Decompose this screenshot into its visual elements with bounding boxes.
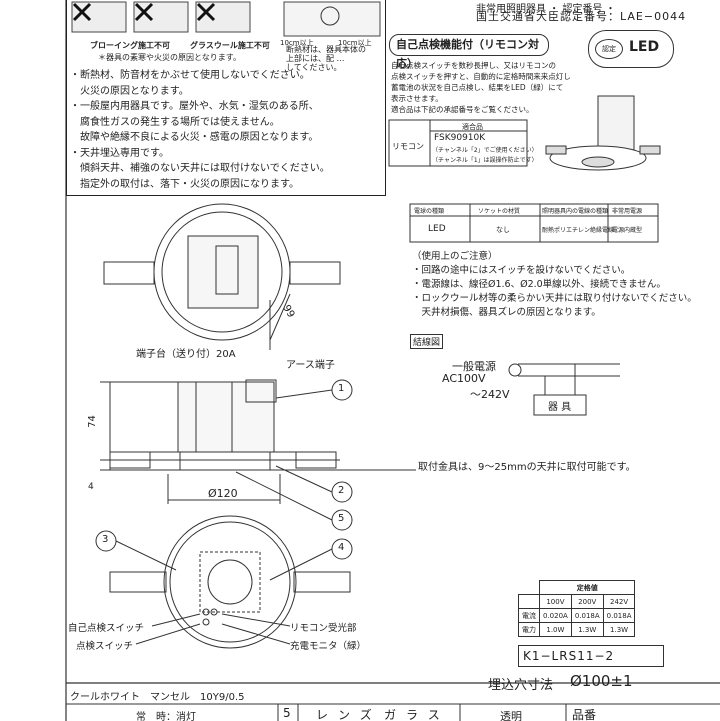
- warning-item: 腐食性ガスの発生する場所では使えません。: [70, 116, 280, 128]
- remote-note-2: （チャンネル「1」は誤操作防止です）: [432, 157, 538, 164]
- mount-note: 取付金具は、9〜25mmの天井に取付可能です。: [418, 462, 636, 473]
- footer-mode: 常 時：消灯: [136, 712, 196, 721]
- cutout-label: 埋込穴寸法: [488, 678, 554, 693]
- selfcheck-desc: 自己点検スイッチを数秒長押し、又はリモコンの 点検スイッチを押すと、自動的に定格…: [391, 60, 571, 115]
- rating-cell: 1.3W: [570, 622, 604, 637]
- rating-col: 242V: [602, 594, 636, 609]
- remote-receiver-label: リモコン受光部: [290, 623, 357, 634]
- warning-items: ・断熱材、防音材をかぶせて使用しないでください。 火災の原因となります。 ・一般…: [70, 68, 330, 192]
- usage-note: ・電源線は、線径Ø1.6、Ø2.0単線以外、接続できません。: [412, 279, 666, 290]
- selfcheck-desc-line: 点検スイッチを押すと、自動的に定格時間来来点灯し: [391, 72, 571, 81]
- warning-label-2: グラスウール施工不可: [190, 41, 270, 50]
- header-line1: 非常用照明器具 ・ 認定番号 ・: [476, 4, 616, 15]
- rating-col: [518, 594, 540, 609]
- selfcheck-desc-line: 自己点検スイッチを数秒長押し、又はリモコンの: [391, 61, 556, 70]
- warning-item: ・断熱材、防音材をかぶせて使用しないでください。: [70, 70, 310, 81]
- ground-label: アース端子: [286, 360, 335, 371]
- rating-cell: 1.0W: [539, 622, 572, 637]
- rating-cell: 0.018A: [570, 608, 604, 623]
- warning-item: 故障や絶縁不良による火災・感電の原因となります。: [70, 132, 319, 143]
- callout-4: 4: [338, 542, 345, 553]
- model-number: K1−LRS11−2: [518, 645, 664, 667]
- lamp-header-2: ソケットの材質: [478, 208, 521, 215]
- lamp-type: LED: [428, 224, 446, 234]
- lamp-header-3: 照明器具内の電線の種類: [542, 208, 609, 215]
- heat-note-1: 断熱材は、器具本体の: [286, 45, 366, 54]
- rating-cell: 電流: [518, 608, 540, 623]
- led-badge: 認定 LED: [588, 30, 674, 68]
- remote-label: リモコン: [392, 142, 424, 151]
- wiring-ac: AC100V: [442, 372, 486, 385]
- terminal-label: 端子台（送り付）20A: [136, 349, 236, 360]
- heat-note-3: してください。: [286, 63, 342, 72]
- remote-model: FSK90910K: [434, 133, 486, 143]
- dim-4: 4: [88, 482, 94, 492]
- footer-num: 5: [283, 706, 291, 720]
- callout-5: 5: [338, 513, 345, 524]
- check-switch-label: 点検スイッチ: [76, 641, 134, 652]
- dim-120: Ø120: [208, 487, 238, 500]
- selfcheck-switch-label: 自己点検スイッチ: [68, 623, 145, 634]
- warning-item: ・一般屋内用器具です。屋外や、水気・湿気のある所、: [70, 101, 319, 112]
- spacing-b: 10cm以上: [338, 39, 372, 47]
- warning-item: ・天井埋込専用です。: [70, 147, 169, 159]
- wire-type: 耐熱ポリエチレン絶縁電線: [542, 227, 615, 234]
- callout-3: 3: [102, 534, 109, 545]
- spacing-a: 10cm以上: [280, 39, 314, 47]
- rating-cell: 1.3W: [602, 622, 636, 637]
- footer-lens: レンズ: [316, 708, 382, 721]
- wiring-range: 〜242V: [470, 388, 510, 401]
- rating-cell: 電力: [518, 622, 540, 637]
- footer-clear: 透明: [500, 710, 522, 721]
- selfcheck-title: 自己点検機能付（リモコン対応）: [389, 34, 549, 70]
- remote-header: 適合品: [462, 123, 483, 131]
- rating-title: 定格値: [538, 580, 636, 595]
- charge-monitor-label: 充電モニタ（緑）: [290, 641, 367, 652]
- led-label: LED: [629, 39, 660, 55]
- wiring-source: 一般電源: [452, 360, 496, 373]
- socket-material: なし: [496, 226, 510, 234]
- wiring-device: 器 具: [548, 402, 572, 413]
- lamp-header-4: 非常用電源: [612, 208, 643, 215]
- wiring-title: 結線図: [410, 334, 444, 349]
- footer-part: 品番: [572, 708, 597, 721]
- remote-note-1: （チャンネル「2」でご使用ください）: [432, 147, 538, 154]
- heat-note-2: 上部には、配 …: [286, 54, 345, 63]
- rating-table: 定格値 100V 200V 242V 電流 0.020A 0.018A 0.01…: [518, 580, 636, 637]
- rating-cell: 0.018A: [602, 608, 636, 623]
- usage-note: 天井材損傷、器具ズレの原因となります。: [412, 307, 601, 318]
- warning-item: 火災の原因となります。: [70, 85, 189, 97]
- rating-col: 100V: [539, 594, 572, 609]
- rating-col: 200V: [570, 594, 604, 609]
- usage-note: ・ロックウール材等の柔らかい天井には取り付けないでください。: [412, 293, 697, 304]
- lamp-header-1: 電球の種類: [414, 208, 445, 215]
- usage-notes-title: （使用上のご注意）: [412, 251, 498, 262]
- rating-cell: 0.020A: [539, 608, 572, 623]
- callout-2: 2: [338, 485, 345, 496]
- certification-mark: 認定: [595, 39, 623, 59]
- footer-color: クールホワイト マンセル 10Y9/0.5: [70, 692, 245, 703]
- warning-note: ＊器具の素寒や火災の原因となります。: [98, 53, 241, 62]
- warning-item: 傾斜天井、補強のない天井には取付けないでください。: [70, 163, 330, 174]
- warning-item: 指定外の取付は、落下・火災の原因になります。: [70, 178, 299, 190]
- selfcheck-desc-line: 適合品は下記の承認番号をご覧ください。: [391, 105, 534, 114]
- warning-label-1: ブローイング施工不可: [90, 41, 170, 50]
- usage-notes: （使用上のご注意） ・回路の途中にはスイッチを設けないでください。 ・電源線は、…: [412, 250, 697, 320]
- cutout-value: Ø100±1: [570, 672, 633, 690]
- dim-74: 74: [86, 415, 98, 428]
- callout-1: 1: [338, 383, 345, 394]
- warning-box: [66, 0, 386, 196]
- footer-glass: ガラス: [384, 708, 450, 721]
- selfcheck-desc-line: 表示させます。: [391, 94, 443, 103]
- selfcheck-desc-line: 蓄電池の状況を自己点検し、結果をLED（緑）にて: [391, 83, 564, 92]
- header-line2: 国土交通省大臣認定番号：LAE−0044: [476, 10, 687, 23]
- power-source: 電源内蔵型: [612, 227, 643, 234]
- usage-note: ・回路の途中にはスイッチを設けないでください。: [412, 265, 631, 276]
